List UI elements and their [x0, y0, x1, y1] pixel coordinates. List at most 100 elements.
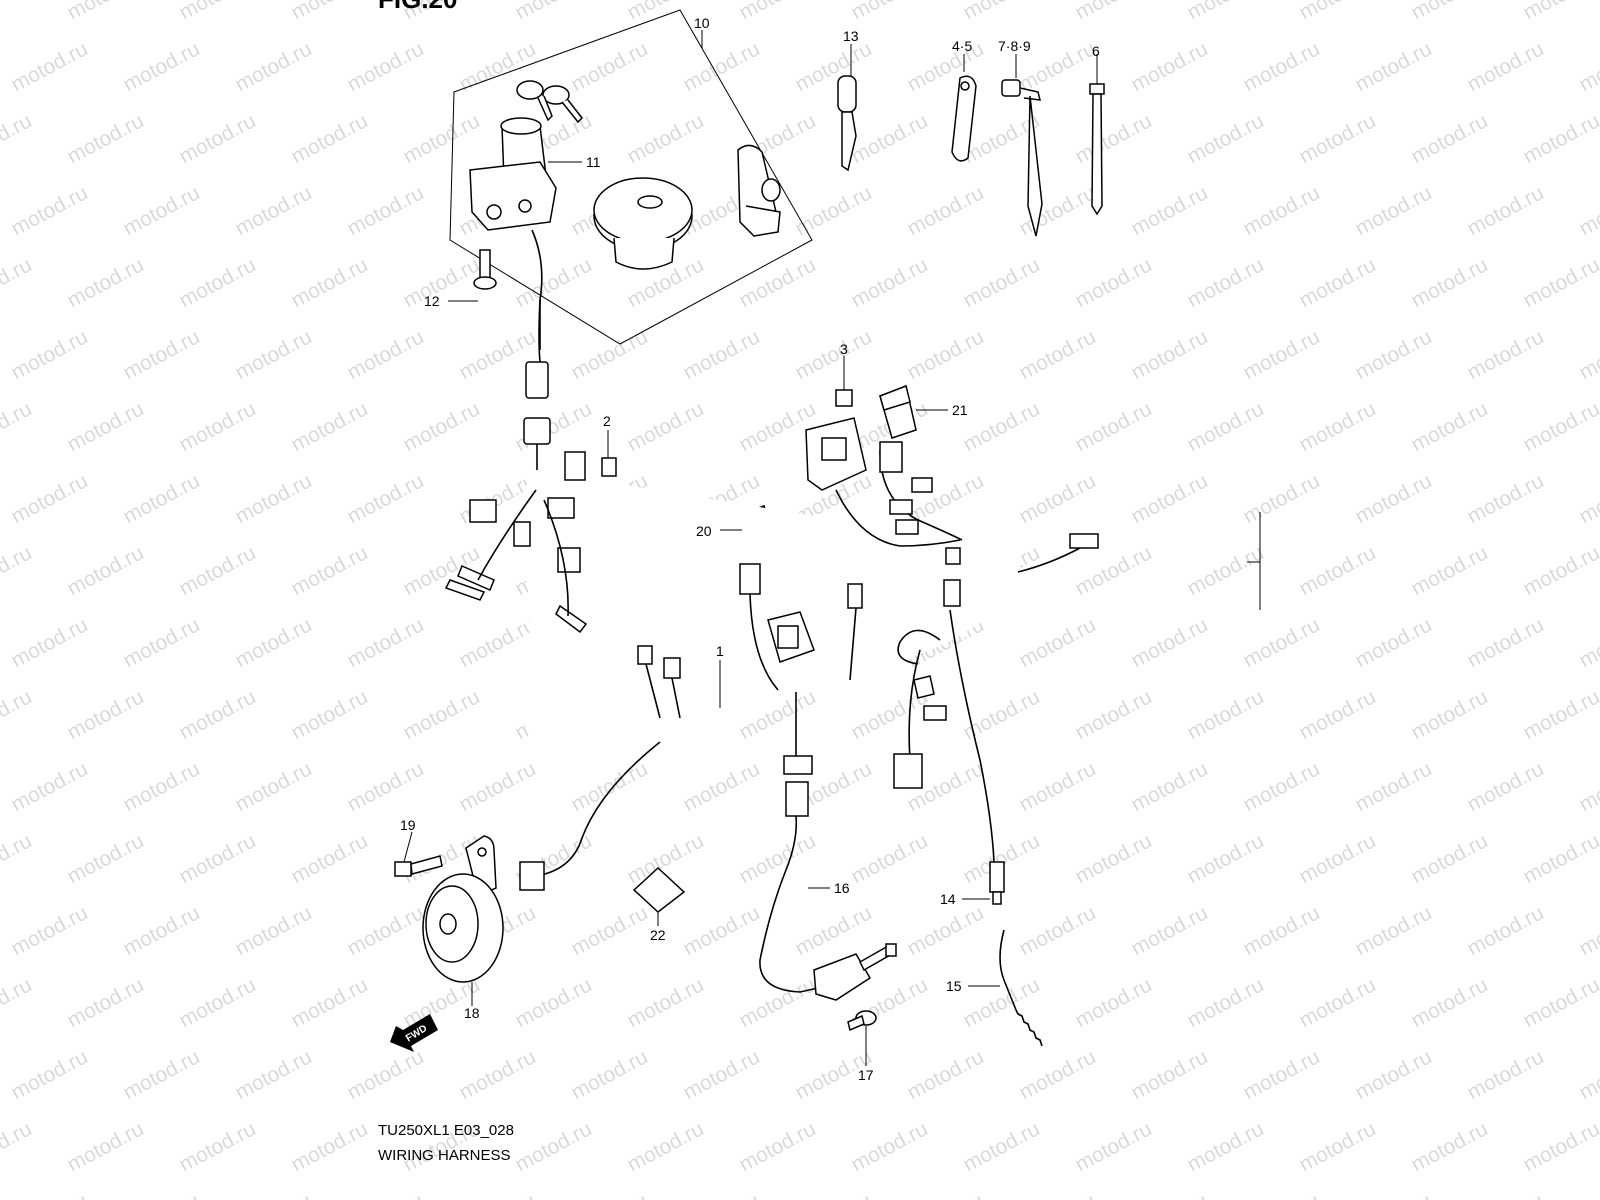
watermark-text: motod.ru [1408, 829, 1492, 888]
watermark-text: motod.ru [456, 757, 540, 816]
watermark-text: motod.ru [1520, 685, 1600, 744]
watermark-text: motod.ru [1352, 1045, 1436, 1104]
watermark-text: motod.ru [1352, 37, 1436, 96]
watermark-text: motod.ru [1184, 0, 1268, 24]
watermark-text: motod.ru [232, 613, 316, 672]
clamp-icon [951, 75, 977, 162]
watermark-text: motod.ru [1576, 1189, 1600, 1200]
callouts: 10 11 12 13 4·5 7·8·9 6 3 21 2 20 1 19 1… [400, 15, 1100, 1083]
watermark-text: motod.ru [1240, 901, 1324, 960]
callout-22: 22 [650, 927, 666, 943]
watermark-text: motod.ru [1128, 901, 1212, 960]
watermark-text: motod.ru [1352, 469, 1436, 528]
watermark-text: motod.ru [1520, 1117, 1600, 1176]
neutral-switch-lead [759, 815, 897, 1001]
watermark-text: motod.ru [960, 973, 1044, 1032]
callout-15: 15 [946, 978, 962, 994]
watermark-text: motod.ru [680, 37, 764, 96]
watermark-text: motod.ru [680, 901, 764, 960]
watermark-text: motod.ru [288, 973, 372, 1032]
watermark-text: motod.ru [1072, 109, 1156, 168]
fuse-box-icon [805, 417, 867, 491]
watermark-text: motod.ru [792, 1189, 876, 1200]
watermark-text: motod.ru [0, 685, 36, 744]
watermark-text: motod.ru [8, 181, 92, 240]
watermark-text: motod.ru [1184, 1117, 1268, 1176]
watermark-text: motod.ru [1464, 1045, 1548, 1104]
watermark-text: motod.ru [0, 253, 36, 312]
watermark-text: motod.ru [120, 1045, 204, 1104]
watermark-text: motod.ru [1128, 325, 1212, 384]
watermark-text: motod.ru [512, 1117, 596, 1176]
callout-16: 16 [834, 880, 850, 896]
watermark-text: motod.ru [8, 757, 92, 816]
watermark-text: motod.ru [1352, 181, 1436, 240]
watermark-text: motod.ru [1408, 397, 1492, 456]
watermark-text: motod.ru [1296, 397, 1380, 456]
watermark-text: motod.ru [120, 37, 204, 96]
watermark-text: motod.ru [176, 253, 260, 312]
watermark-text: motod.ru [8, 1189, 92, 1200]
watermark-text: motod.ru [680, 1045, 764, 1104]
watermark-text: motod.ru [344, 1189, 428, 1200]
watermark-text: motod.ru [1240, 613, 1324, 672]
watermark-text: motod.ru [1128, 181, 1212, 240]
watermark-text: motod.ru [1352, 325, 1436, 384]
watermark-text: motod.ru [400, 253, 484, 312]
watermark-text: motod.ru [232, 757, 316, 816]
main-wiring-harness [444, 299, 1099, 891]
watermark-text: motod.ru [232, 37, 316, 96]
watermark-text: motod.ru [288, 109, 372, 168]
watermark-text: motod.ru [1296, 973, 1380, 1032]
cable-tie-icon [1089, 83, 1105, 216]
watermark-text: motod.ru [1352, 901, 1436, 960]
watermark-text: motod.ru [288, 685, 372, 744]
watermark-text: motod.ru [624, 1117, 708, 1176]
watermark-text: motod.ru [736, 1117, 820, 1176]
watermark-text: motod.ru [1240, 757, 1324, 816]
watermark-text: motod.ru [232, 325, 316, 384]
watermark-text: motod.ru [1016, 613, 1100, 672]
watermark-text: motod.ru [848, 1117, 932, 1176]
watermark-text: motod.ru [1128, 1045, 1212, 1104]
watermark-text: motod.ru [1016, 901, 1100, 960]
watermark-text: motod.ru [8, 901, 92, 960]
figure-label: FIG.20 [378, 0, 457, 14]
watermark-text: motod.ru [64, 973, 148, 1032]
watermark-text: motod.ru [8, 469, 92, 528]
watermark-text: motod.ru [64, 541, 148, 600]
watermark-text: motod.ru [64, 397, 148, 456]
watermark-text: motod.ru [1184, 397, 1268, 456]
watermark-text: motod.ru [904, 325, 988, 384]
watermark-text: motod.ru [1464, 757, 1548, 816]
watermark-text: motod.ru [960, 685, 1044, 744]
watermark-text: motod.ru [64, 685, 148, 744]
watermark-text: motod.ru [680, 1189, 764, 1200]
callout-4-5: 4·5 [952, 38, 972, 54]
watermark-text: motod.ru [1128, 613, 1212, 672]
lock-set-box [449, 9, 813, 345]
callout-10: 10 [694, 15, 710, 31]
watermark-text: motod.ru [680, 325, 764, 384]
seat-lock-icon [737, 144, 781, 238]
watermark-text: motod.ru [400, 973, 484, 1032]
watermark-text: motod.ru [848, 109, 932, 168]
watermark-text: motod.ru [1184, 829, 1268, 888]
watermark-text: motod.ru [792, 901, 876, 960]
watermark-text: motod.ru [1296, 829, 1380, 888]
watermark-text: motod.ru [1184, 109, 1268, 168]
watermark-text: motod.ru [512, 973, 596, 1032]
watermark-text: motod.ru [1240, 325, 1324, 384]
sensor-icon [989, 861, 1005, 905]
watermark-text: motod.ru [1464, 325, 1548, 384]
watermark-text: motod.ru [120, 325, 204, 384]
watermark-text: motod.ru [344, 901, 428, 960]
watermark-text: motod.ru [1128, 1189, 1212, 1200]
watermark-text: motod.ru [0, 829, 36, 888]
callout-19: 19 [400, 817, 416, 833]
callout-3: 3 [840, 341, 848, 357]
watermark-text: motod.ru [232, 901, 316, 960]
watermark-text: motod.ru [1184, 973, 1268, 1032]
watermark-text: motod.ru [64, 0, 148, 24]
